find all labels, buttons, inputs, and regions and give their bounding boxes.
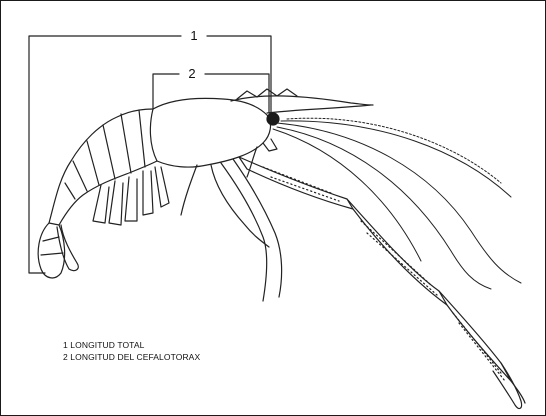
legend-item-cephalothorax-length: 2 LONGITUD DEL CEFALOTORAX [63,351,200,363]
tail-fan [38,223,78,278]
legend-label: LONGITUD DEL CEFALOTORAX [70,352,200,362]
legend: 1 LONGITUD TOTAL 2 LONGITUD DEL CEFALOTO… [63,339,200,363]
callout-number-1: 1 [190,28,197,43]
abdomen [49,109,169,225]
legend-label: LONGITUD TOTAL [70,340,144,350]
bracket-total-length [29,36,271,273]
walking-legs [181,159,282,301]
legend-number: 2 [63,352,68,362]
callout-number-2: 2 [188,66,195,81]
carapace [153,89,373,167]
antennae [273,118,521,289]
cheliped [239,157,525,408]
legend-item-total-length: 1 LONGITUD TOTAL [63,339,200,351]
legend-number: 1 [63,340,68,350]
